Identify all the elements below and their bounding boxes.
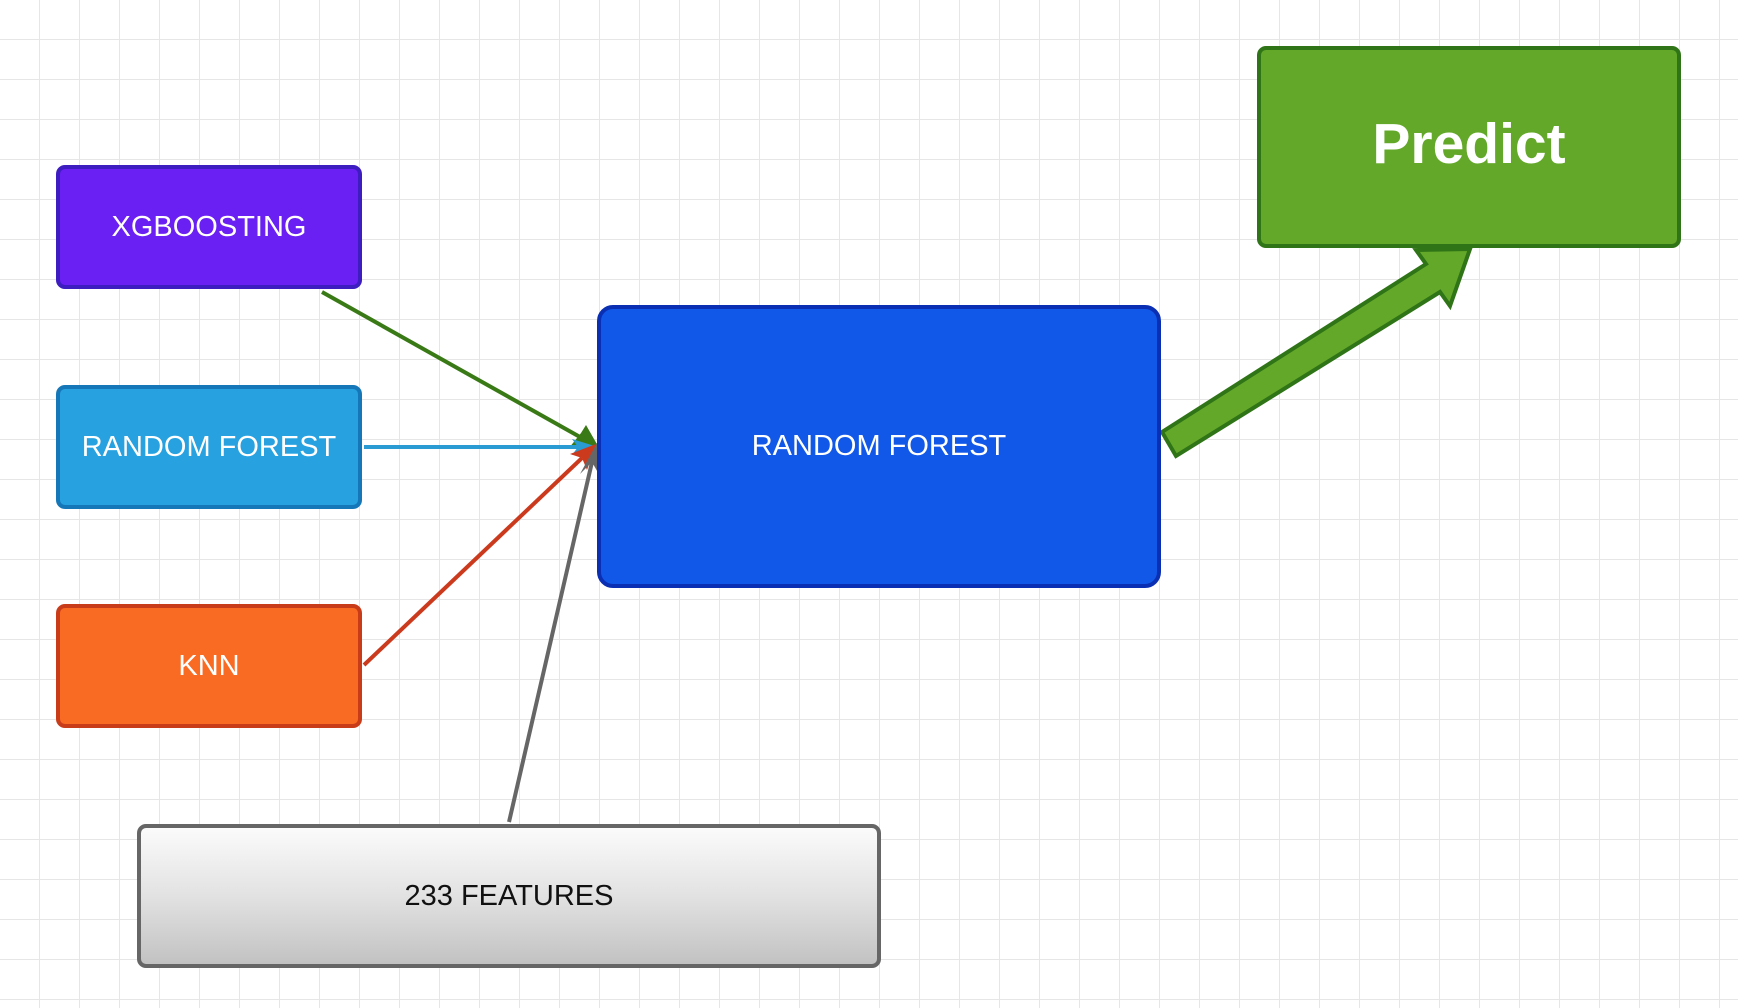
random-forest-meta-node[interactable]: RANDOM FOREST [597,305,1161,588]
edge-features-to-rf [507,461,594,823]
features-node[interactable]: 233 FEATURES [137,824,881,968]
knn-node[interactable]: KNN [56,604,362,728]
features-label: 233 FEATURES [404,879,614,912]
edge-knn-to-rf [362,456,584,667]
edge-xgboosting-to-rf [321,290,581,439]
random-forest-input-node[interactable]: RANDOM FOREST [56,385,362,509]
knn-label: KNN [178,649,240,682]
block-arrow-to-predict [1159,246,1473,459]
xgboosting-label: XGBOOSTING [111,210,307,243]
random-forest-meta-label: RANDOM FOREST [751,430,1007,462]
arrowhead-features [580,443,601,478]
predict-node[interactable]: Predict [1257,46,1681,248]
arrowhead-knn [570,444,596,470]
xgboosting-node[interactable]: XGBOOSTING [56,165,362,289]
predict-label: Predict [1372,112,1566,176]
random-forest-input-label: RANDOM FOREST [81,430,337,463]
